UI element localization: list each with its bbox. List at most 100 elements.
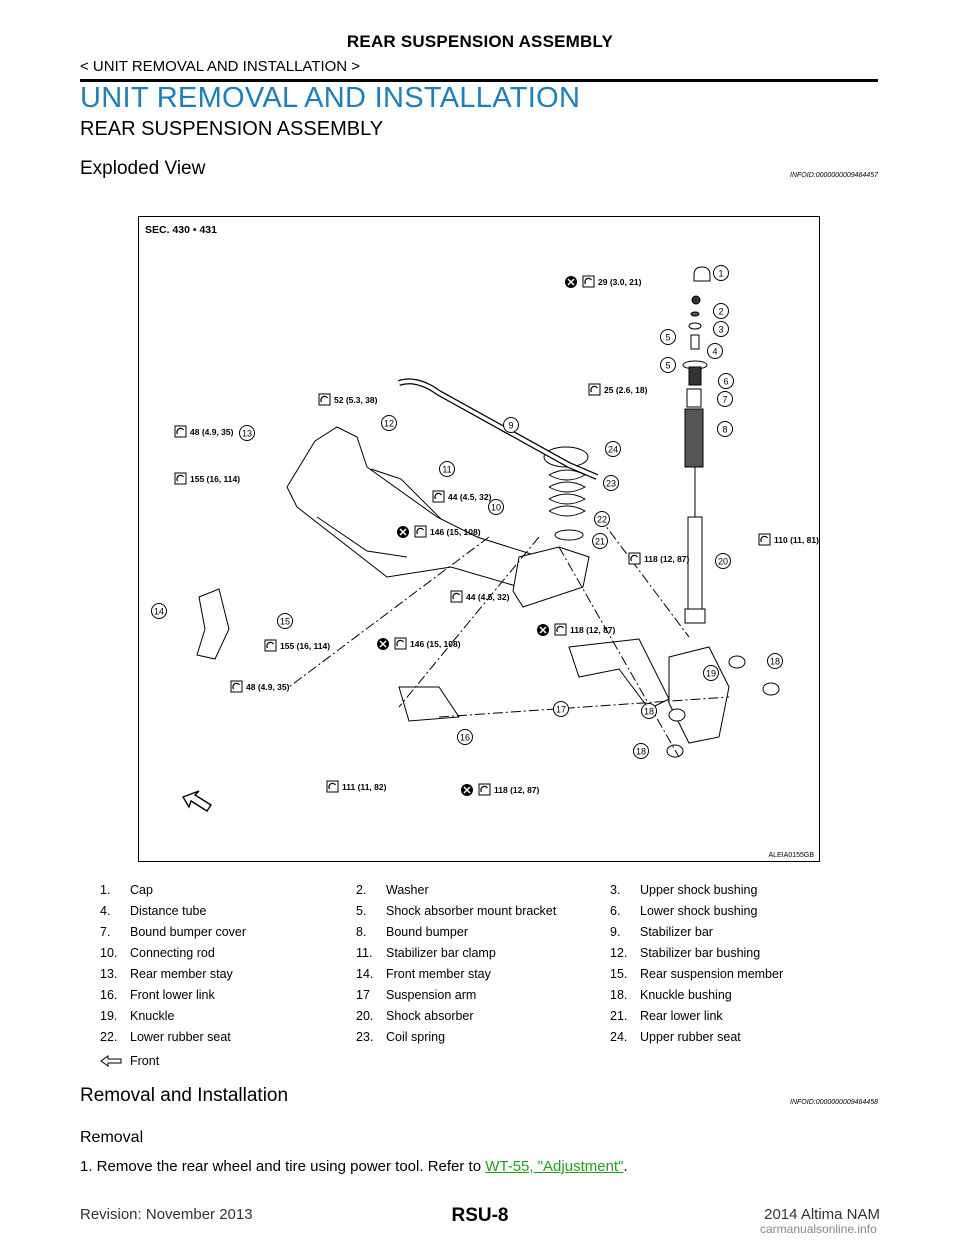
svg-text:52 (5.3, 38): 52 (5.3, 38) bbox=[334, 395, 378, 405]
legend-label: Washer bbox=[386, 883, 429, 897]
svg-text:4: 4 bbox=[712, 347, 717, 357]
legend-number: 19. bbox=[100, 1009, 118, 1023]
torque-label: 48 (4.9, 35) bbox=[174, 425, 234, 438]
callout-17: 17 bbox=[553, 701, 569, 717]
legend-number: 3. bbox=[610, 883, 621, 897]
do-not-reuse-icon bbox=[377, 638, 389, 650]
step-suffix: . bbox=[623, 1158, 628, 1175]
legend-label: Shock absorber mount bracket bbox=[386, 904, 557, 918]
callout-19: 19 bbox=[703, 665, 719, 681]
svg-text:19: 19 bbox=[706, 669, 716, 679]
front-label: Front bbox=[130, 1054, 160, 1068]
callout-20: 20 bbox=[715, 553, 731, 569]
removal-subtitle: Removal bbox=[80, 1129, 144, 1146]
torque-label: 110 (11, 81) bbox=[758, 533, 819, 546]
callout-4: 4 bbox=[707, 343, 723, 359]
legend-label: Knuckle bushing bbox=[640, 988, 732, 1002]
legend-number: 23. bbox=[356, 1030, 374, 1044]
torque-label: 25 (2.6, 18) bbox=[588, 383, 648, 396]
callout-9: 9 bbox=[503, 417, 519, 433]
torque-wrench-icon bbox=[478, 783, 491, 796]
legend-number: 16. bbox=[100, 988, 118, 1002]
legend-number: 9. bbox=[610, 925, 621, 939]
page-header-title: REAR SUSPENSION ASSEMBLY bbox=[346, 32, 614, 51]
legend-number: 10. bbox=[100, 946, 118, 960]
legend-label: Front member stay bbox=[386, 967, 491, 981]
callout-11: 11 bbox=[439, 461, 455, 477]
figure-code: ALEIA0155GB bbox=[768, 852, 814, 859]
removal-step-1: 1. Remove the rear wheel and tire using … bbox=[80, 1158, 628, 1175]
svg-text:17: 17 bbox=[556, 705, 566, 715]
legend-number: 1. bbox=[100, 883, 111, 897]
legend-number: 5. bbox=[356, 904, 367, 918]
svg-text:22: 22 bbox=[597, 515, 607, 525]
callout-21: 21 bbox=[592, 533, 608, 549]
svg-text:12: 12 bbox=[384, 419, 394, 429]
svg-text:29 (3.0, 21): 29 (3.0, 21) bbox=[598, 277, 642, 287]
torque-label: 118 (12, 87) bbox=[628, 552, 690, 565]
page-header-subtitle: < UNIT REMOVAL AND INSTALLATION > bbox=[80, 58, 361, 75]
torque-label: 111 (11, 82) bbox=[326, 780, 387, 793]
legend-label: Lower shock bushing bbox=[640, 904, 758, 918]
svg-text:24: 24 bbox=[608, 445, 618, 455]
callout-8: 8 bbox=[717, 421, 733, 437]
legend-number: 11. bbox=[356, 946, 373, 960]
callout-23: 23 bbox=[603, 475, 619, 491]
svg-text:155 (16, 114): 155 (16, 114) bbox=[280, 641, 330, 651]
legend-label: Upper rubber seat bbox=[640, 1030, 741, 1044]
header-rule bbox=[80, 79, 878, 82]
front-arrow-icon bbox=[100, 1055, 122, 1070]
callout-1: 1 bbox=[713, 265, 729, 281]
callout-18: 18 bbox=[633, 743, 649, 759]
torque-label: 118 (12, 87) bbox=[537, 623, 616, 636]
svg-text:2: 2 bbox=[718, 307, 723, 317]
legend-label: Coil spring bbox=[386, 1030, 446, 1044]
svg-text:111 (11, 82): 111 (11, 82) bbox=[342, 782, 387, 792]
callout-2: 2 bbox=[713, 303, 729, 319]
legend-label: Shock absorber bbox=[386, 1009, 474, 1023]
svg-text:3: 3 bbox=[718, 325, 723, 335]
torque-label: 52 (5.3, 38) bbox=[318, 393, 378, 406]
callout-14: 14 bbox=[151, 603, 167, 619]
section-label: SEC. 430 • 431 bbox=[145, 224, 217, 236]
svg-text:10: 10 bbox=[491, 503, 501, 513]
legend-label: Rear member stay bbox=[130, 967, 233, 981]
svg-text:48 (4.9, 35): 48 (4.9, 35) bbox=[190, 427, 234, 437]
do-not-reuse-icon bbox=[461, 784, 473, 796]
svg-text:18: 18 bbox=[636, 747, 646, 757]
reference-link[interactable]: WT-55, "Adjustment" bbox=[485, 1158, 624, 1175]
torque-wrench-icon bbox=[264, 639, 277, 652]
torque-wrench-icon bbox=[414, 525, 427, 538]
svg-text:5: 5 bbox=[665, 333, 670, 343]
svg-text:18: 18 bbox=[644, 707, 654, 717]
legend-label: Rear lower link bbox=[640, 1009, 723, 1023]
torque-label: 155 (16, 114) bbox=[264, 639, 330, 652]
svg-text:48 (4.9, 35): 48 (4.9, 35) bbox=[246, 682, 290, 692]
svg-text:25 (2.6, 18): 25 (2.6, 18) bbox=[604, 385, 648, 395]
torque-wrench-icon bbox=[758, 533, 771, 546]
footer-page-number: RSU-8 bbox=[451, 1205, 509, 1226]
legend-label: Rear suspension member bbox=[640, 967, 784, 981]
legend-label: Stabilizer bar bbox=[640, 925, 713, 939]
legend-label: Upper shock bushing bbox=[640, 883, 758, 897]
legend-number: 15. bbox=[610, 967, 628, 981]
legend-label: Knuckle bbox=[130, 1009, 175, 1023]
svg-text:16: 16 bbox=[460, 733, 470, 743]
svg-text:118 (12, 87): 118 (12, 87) bbox=[644, 554, 690, 564]
callout-16: 16 bbox=[457, 729, 473, 745]
torque-wrench-icon bbox=[588, 383, 601, 396]
callout-5: 5 bbox=[660, 329, 676, 345]
svg-text:44 (4.5, 32): 44 (4.5, 32) bbox=[448, 492, 492, 502]
torque-wrench-icon bbox=[432, 490, 445, 503]
torque-label: 44 (4.5, 32) bbox=[450, 590, 510, 603]
legend-number: 20. bbox=[356, 1009, 374, 1023]
callout-12: 12 bbox=[381, 415, 397, 431]
svg-text:13: 13 bbox=[242, 429, 252, 439]
svg-text:21: 21 bbox=[595, 537, 605, 547]
svg-text:15: 15 bbox=[280, 617, 290, 627]
